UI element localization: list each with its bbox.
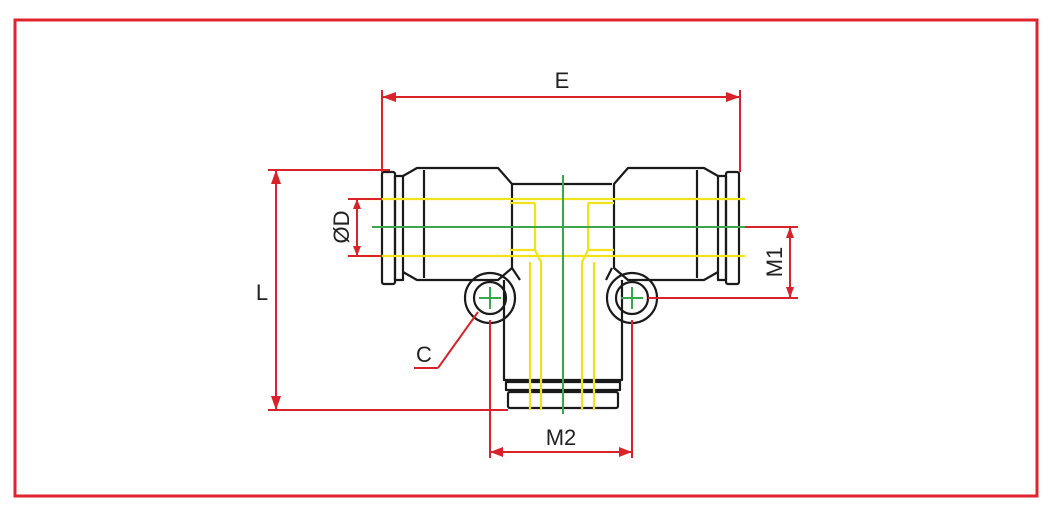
label-L: L <box>256 280 268 305</box>
label-D: ØD <box>329 211 354 244</box>
dim-C-leader <box>437 311 479 369</box>
right-body <box>612 166 719 282</box>
bore-lines <box>360 197 745 410</box>
label-E: E <box>555 68 570 93</box>
fitting-body <box>380 166 741 410</box>
label-M1: M1 <box>762 247 787 278</box>
label-C: C <box>416 342 432 367</box>
drawing-frame <box>13 18 1039 498</box>
left-body <box>402 166 514 282</box>
left-lug-hole <box>472 280 508 316</box>
label-M2: M2 <box>546 425 577 450</box>
dimensions <box>268 90 798 458</box>
center-lines <box>372 175 745 414</box>
